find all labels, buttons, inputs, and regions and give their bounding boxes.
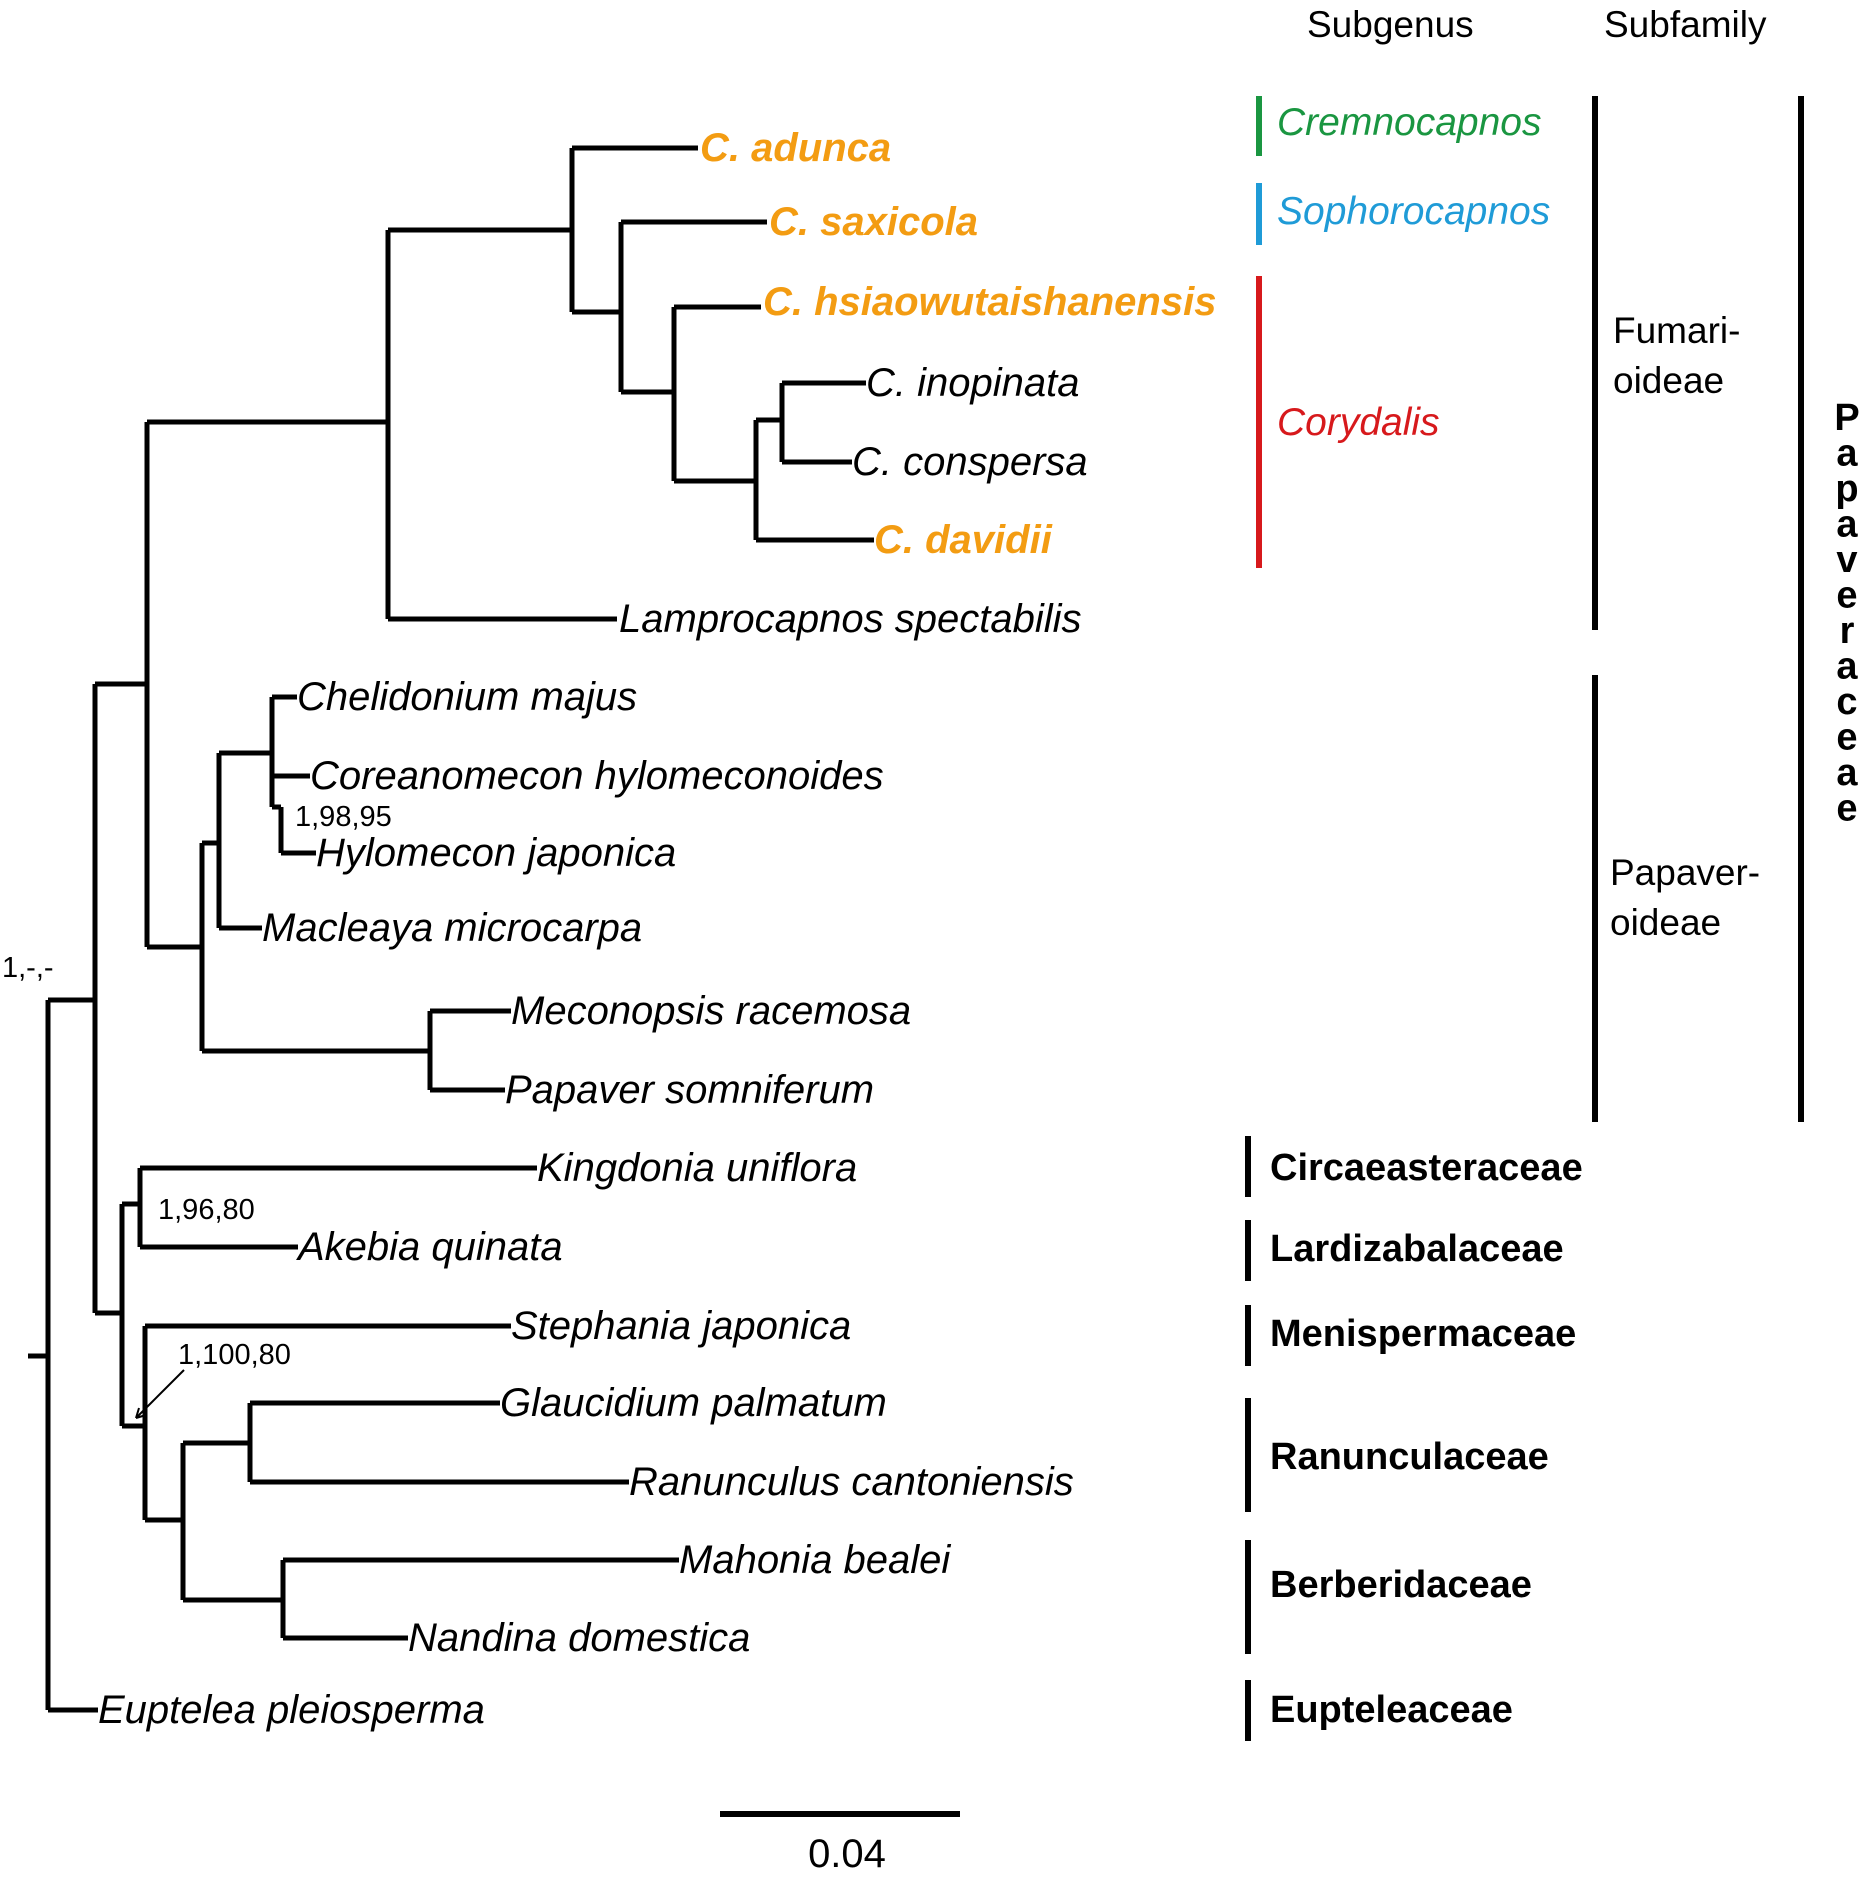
subfamily-brackets: Fumari- oideae Papaver- oideae: [1592, 96, 1760, 1122]
taxon-label: Mahonia bealei: [679, 1538, 951, 1582]
branch-meconopsis-papaver: [427, 1008, 511, 1093]
subgenus-brackets: Cremnocapnos Sophorocapnos Corydalis: [1256, 96, 1550, 568]
support-pointer-arrow-icon: [135, 1407, 147, 1419]
taxon-label: Coreanomecon hylomeconoides: [310, 754, 884, 798]
branch-ranunculaceae: [247, 1400, 629, 1485]
branch-corydalis-inner3: [753, 417, 874, 543]
family-label: Ranunculaceae: [1270, 1436, 1549, 1478]
taxon-label: Hylomecon japonica: [316, 831, 676, 875]
subfamily-label: Papaver-: [1610, 852, 1760, 893]
subfamily-label: oideae: [1610, 902, 1721, 943]
taxon-label: C. inopinata: [866, 361, 1079, 405]
taxon-label: Kingdonia uniflora: [537, 1146, 857, 1190]
taxon-label: Akebia quinata: [296, 1225, 563, 1269]
branch-corydalis: [569, 145, 698, 315]
subgenus-label: Cremnocapnos: [1277, 101, 1541, 144]
taxon-label: Macleaya microcarpa: [262, 906, 642, 950]
tree-branches: [28, 145, 874, 1713]
scale-bar-label: 0.04: [808, 1832, 886, 1876]
family-brackets: Circaeasteraceae Lardizabalaceae Menispe…: [1245, 1136, 1583, 1741]
taxon-label: C. conspersa: [852, 440, 1088, 484]
branch-root: [28, 997, 98, 1713]
support-value: 1,96,80: [158, 1194, 255, 1226]
branch-corydalis-inner: [618, 219, 767, 395]
branch-ingroup: [92, 681, 147, 1316]
family-label: Eupteleaceae: [1270, 1689, 1513, 1731]
branch-chelidonium-group: [269, 694, 316, 856]
taxon-label: Stephania japonica: [511, 1304, 851, 1348]
branch-papaveraceae: [144, 419, 388, 950]
taxon-label: C. davidii: [874, 518, 1053, 562]
branch-corydalis-inner2: [671, 304, 761, 484]
header-subgenus: Subgenus: [1307, 4, 1474, 45]
branch-papaveroideae: [199, 840, 430, 1054]
taxon-label: Lamprocapnos spectabilis: [619, 597, 1081, 641]
taxon-labels: C. adunca C. saxicola C. hsiaowutaishane…: [98, 126, 1216, 1732]
subfamily-label: oideae: [1613, 360, 1724, 401]
taxon-label: C. saxicola: [769, 200, 978, 244]
branch-ran-ber: [180, 1440, 283, 1603]
taxon-label: Nandina domestica: [408, 1616, 750, 1660]
family-label: Menispermaceae: [1270, 1313, 1576, 1355]
support-pointer-line: [135, 1369, 185, 1419]
support-value: 1,98,95: [295, 801, 392, 833]
support-value: 1,100,80: [178, 1339, 291, 1371]
branch-outgroups: [119, 1201, 145, 1429]
taxon-label: Ranunculus cantoniensis: [629, 1460, 1074, 1504]
taxon-label: Euptelea pleiosperma: [98, 1688, 485, 1732]
branch-fumarioideae: [385, 227, 617, 622]
branch-berberidaceae: [280, 1557, 679, 1641]
taxon-label: Papaver somniferum: [505, 1068, 874, 1112]
taxon-label: C. hsiaowutaishanensis: [763, 280, 1216, 324]
branch-chelidonieae: [216, 750, 272, 931]
taxon-label: Meconopsis racemosa: [511, 989, 911, 1033]
subgenus-label: Sophorocapnos: [1277, 190, 1550, 233]
family-label: Circaeasteraceae: [1270, 1147, 1583, 1189]
family-label: Berberidaceae: [1270, 1564, 1532, 1606]
branch-kingdonia-akebia: [137, 1165, 537, 1250]
taxon-label: Glaucidium palmatum: [500, 1381, 887, 1425]
subgenus-label: Corydalis: [1277, 401, 1440, 444]
subfamily-label: Fumari-: [1613, 310, 1740, 351]
support-values: 1,-,- 1,98,95 1,96,80 1,100,80: [2, 801, 392, 1419]
taxon-label: Chelidonium majus: [297, 675, 637, 719]
branch-inopinata-conspersa: [779, 380, 866, 465]
support-value: 1,-,-: [2, 952, 54, 984]
header-subfamily: Subfamily: [1604, 4, 1767, 45]
taxon-label: C. adunca: [700, 126, 891, 170]
branch-stephania-rest: [142, 1323, 511, 1523]
family-label: Lardizabalaceae: [1270, 1228, 1564, 1270]
